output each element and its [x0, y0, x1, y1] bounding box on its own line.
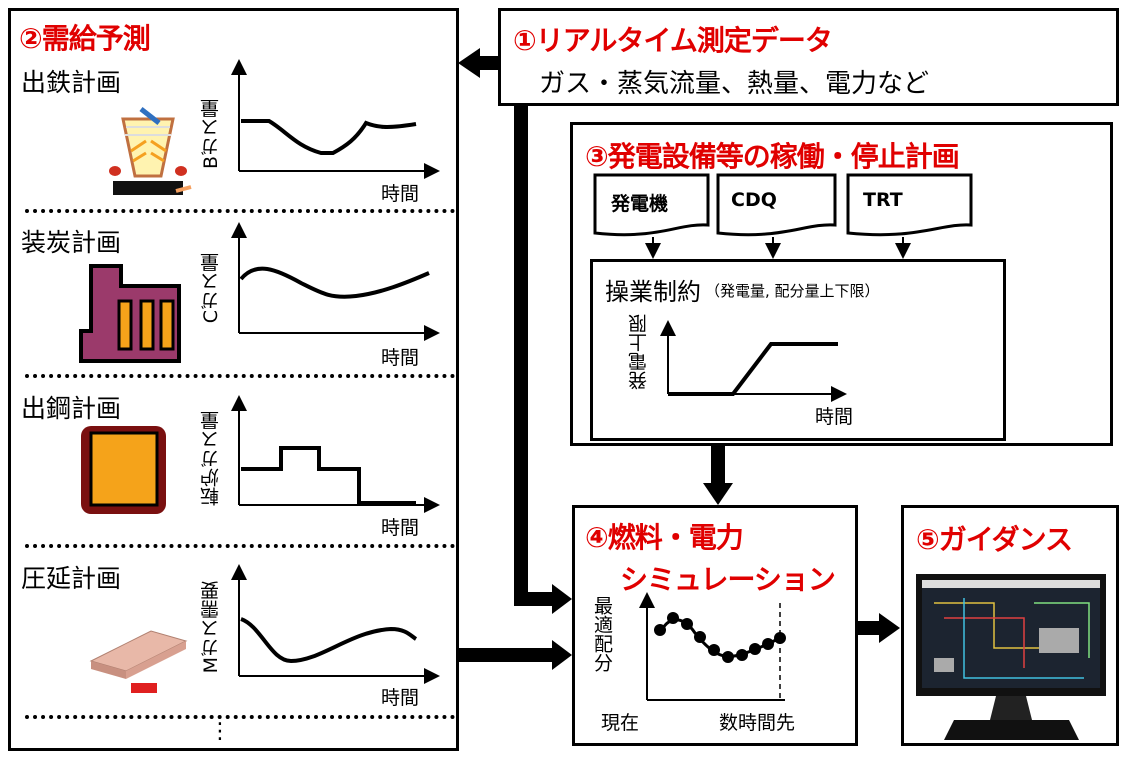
forecast-title: ②需給予測: [19, 22, 151, 55]
divider: [25, 209, 455, 213]
plan-title: ③発電設備等の稼働・停止計画: [585, 140, 960, 173]
x-axis-label: 時間: [381, 183, 420, 205]
section-label: 出鋼計画: [21, 394, 122, 423]
document-shape: [716, 173, 837, 237]
constraint-note: （発電量, 配分量上下限）: [705, 282, 880, 300]
divider: [25, 715, 455, 719]
coke-oven-icon: [79, 264, 181, 363]
arrow-forecast-to-simulation: [458, 640, 572, 670]
plan-graphics: [593, 173, 973, 259]
document-shape: [846, 173, 973, 237]
c-gas-curve: [239, 266, 430, 299]
x-axis-label: 時間: [381, 347, 420, 369]
document-shape: [593, 173, 710, 237]
x-axis-label: 時間: [815, 406, 854, 428]
demand-forecast-panel: ②需給予測 出鉄計画 装炭計画 出鋼計画 圧延計画 ⋮ Bガス量 Cガス量 転炉…: [8, 8, 459, 751]
x-axis-label: 時間: [381, 687, 420, 709]
simulation-title-2: シミュレーション: [620, 563, 836, 596]
arrow-simulation-to-guidance: [857, 613, 900, 643]
divider: [25, 544, 455, 548]
b-gas-curve: [241, 119, 417, 155]
realtime-title: ①リアルタイム測定データ: [513, 24, 833, 57]
y-axis-label: 最適配分: [591, 596, 613, 672]
more-ellipsis: ⋮: [209, 719, 231, 744]
doc-trt: TRT: [863, 189, 903, 211]
constraint-chart: [660, 320, 847, 402]
constraint-box: 操業制約 （発電量, 配分量上下限） 発電上限 時間: [590, 259, 1006, 441]
m-gas-curve: [240, 617, 418, 664]
divider: [25, 374, 455, 378]
x-end-label: 数時間先: [719, 712, 796, 734]
monitor-icon: [916, 574, 1106, 740]
arrow-plan-to-simulation: [703, 445, 733, 505]
guidance-title: ⑤ガイダンス: [916, 523, 1073, 556]
section-label: 圧延計画: [21, 564, 122, 593]
section-label: 出鉄計画: [21, 68, 122, 97]
forecast-charts: [79, 59, 440, 693]
doc-generator: 発電機: [611, 193, 669, 215]
blast-furnace-icon: [109, 107, 192, 195]
simulation-panel: ④燃料・電力 シミュレーション 最適配分 現在 数時間先: [572, 505, 858, 746]
converter-gas-curve: [241, 446, 416, 505]
realtime-subtitle: ガス・蒸気流量、熱量、電力など: [539, 69, 930, 99]
x-start-label: 現在: [601, 712, 640, 734]
realtime-data-panel: ①リアルタイム測定データ ガス・蒸気流量、熱量、電力など: [498, 8, 1119, 106]
generation-plan-panel: ③発電設備等の稼働・停止計画 発電機 CDQ TRT 操業制約 （発電量, 配分…: [570, 122, 1113, 446]
x-axis-label: 時間: [381, 517, 420, 539]
section-label: 装炭計画: [21, 228, 122, 257]
simulation-points: [654, 612, 786, 663]
rolling-mill-icon: [89, 630, 188, 693]
converter-icon: [81, 426, 166, 514]
simulation-chart: [639, 592, 786, 701]
doc-cdq: CDQ: [731, 189, 777, 211]
guidance-panel: ⑤ガイダンス: [901, 505, 1119, 746]
arrow-realtime-to-simulation: [514, 105, 572, 614]
arrow-realtime-to-forecast: [458, 48, 498, 78]
constraint-title: 操業制約: [605, 278, 701, 306]
simulation-title-1: ④燃料・電力: [585, 521, 744, 554]
